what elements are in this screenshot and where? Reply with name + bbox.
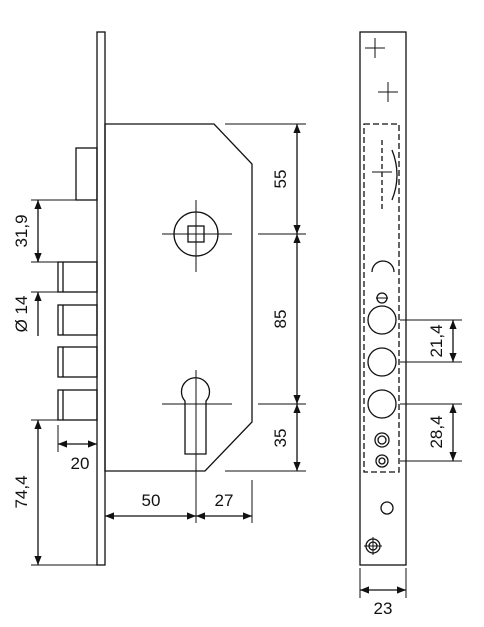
bolt-hole-2 (367, 347, 397, 377)
bolt-2 (57, 304, 98, 336)
case-hidden-outline (363, 123, 400, 473)
dim-hole-spacing-lower: 28,4 (427, 415, 446, 448)
center-lines (162, 200, 232, 480)
bolt-4 (57, 389, 98, 421)
latch-slot (391, 149, 398, 201)
dim-bolt-throw: 20 (71, 454, 90, 473)
dim-spindle-to-cylinder: 85 (271, 310, 290, 329)
bolt-1 (57, 261, 98, 293)
dim-cylinder-to-back: 27 (215, 491, 234, 510)
front-view (57, 31, 253, 566)
bolt-hole-3 (367, 389, 397, 419)
dimension-lines (34, 124, 457, 594)
dim-cylinder-to-bottom: 35 (271, 429, 290, 448)
side-view (359, 31, 462, 598)
top-latch (75, 147, 98, 201)
dim-bolt-diameter: Ø 14 (12, 296, 31, 333)
screw-mid-2 (375, 454, 389, 468)
dimension-labels: 55 85 35 31,9 Ø 14 74,4 20 50 27 21,4 28… (12, 170, 446, 618)
tail-cutout (371, 260, 395, 273)
lock-case (104, 123, 253, 472)
dim-forend-to-cylinder: 74,4 (12, 475, 31, 508)
dim-forend-to-spindle: 31,9 (12, 214, 31, 247)
dim-backset: 50 (142, 491, 161, 510)
cylinder-cutout (180, 377, 211, 455)
forend-side (359, 31, 407, 566)
forend-plate (96, 31, 106, 566)
bolt-hole-1 (367, 305, 397, 335)
bolt-3 (57, 346, 98, 378)
extension-lines (31, 123, 306, 566)
dim-forend-width: 23 (374, 599, 393, 618)
dim-hole-spacing-upper: 21,4 (427, 324, 446, 357)
dim-top-to-spindle: 55 (271, 170, 290, 189)
screw-lower (380, 501, 394, 515)
screw-mid-1 (374, 432, 390, 448)
